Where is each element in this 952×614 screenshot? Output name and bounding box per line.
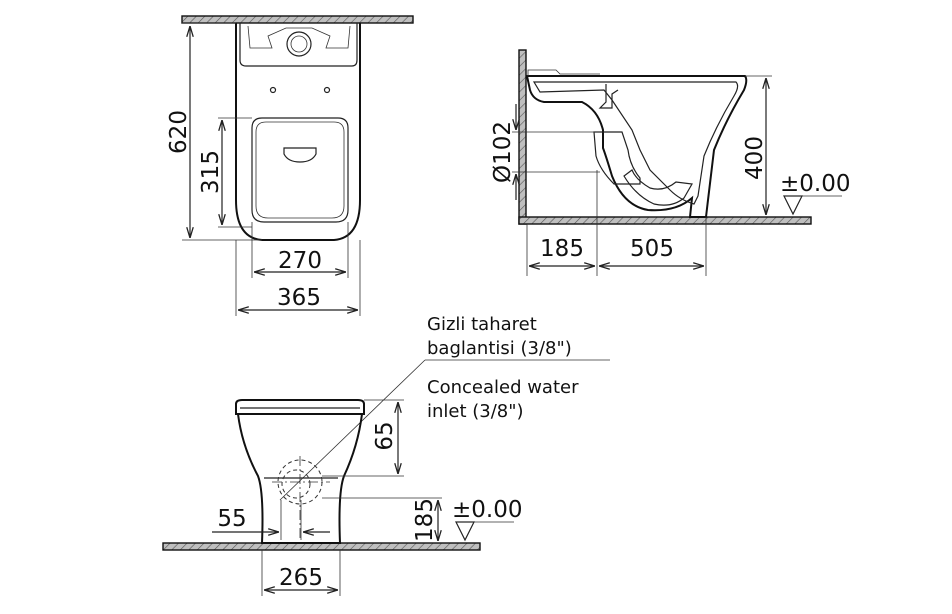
front-floor-hatch <box>162 542 481 551</box>
side-trap <box>598 84 619 109</box>
side-outlet <box>593 131 641 185</box>
flush-button-icon <box>286 31 312 57</box>
note-tr-line1: Gizli taharet <box>427 314 537 335</box>
dim-width-265: 265 <box>279 565 323 591</box>
dim-outlet-diameter: Ø102 <box>490 121 516 183</box>
dim-inlet-level-185: 185 <box>412 498 438 542</box>
inlet-circle-inner <box>281 469 311 499</box>
dim-width-270: 270 <box>278 248 322 274</box>
side-view: Ø102 185 505 400 ±0.00 <box>490 49 850 276</box>
top-seat-inner <box>255 121 345 219</box>
side-floor-hatch <box>518 216 812 225</box>
top-cistern <box>239 23 358 67</box>
side-bowl-inner <box>532 81 739 205</box>
dim-seat-315: 315 <box>198 150 224 194</box>
dim-offset-55: 55 <box>217 506 246 532</box>
dim-length-620: 620 <box>166 110 192 154</box>
level-marker-front <box>455 521 475 542</box>
top-body-outline <box>235 23 361 241</box>
level-label-front: ±0.00 <box>452 497 522 523</box>
dim-depth-505: 505 <box>630 236 674 262</box>
note-en-line1: Concealed water <box>427 377 579 398</box>
top-cistern-inner <box>247 25 351 49</box>
side-wall-hatch <box>518 49 527 225</box>
inlet-notes: Gizli taharet baglantisi (3/8") Conceale… <box>279 314 610 501</box>
fixing-hole-left <box>269 86 277 94</box>
top-wall-hatch <box>181 15 414 24</box>
front-view: 65 185 ±0.00 55 265 <box>162 399 522 596</box>
level-label-side: ±0.00 <box>780 171 850 197</box>
dim-height-400: 400 <box>742 136 768 180</box>
flush-button-inner <box>290 35 308 53</box>
side-rim-detail <box>527 69 600 76</box>
front-seat <box>235 399 365 415</box>
top-seat <box>251 117 349 223</box>
dim-offset-185: 185 <box>540 236 584 262</box>
side-bowl-water <box>623 169 693 206</box>
top-bowl-opening <box>283 147 317 163</box>
note-tr-line2: baglantisi (3/8") <box>427 338 572 359</box>
leader-line <box>279 359 426 501</box>
note-en-line2: inlet (3/8") <box>427 401 524 422</box>
side-bowl-section <box>525 75 748 218</box>
dim-width-365: 365 <box>277 285 321 311</box>
dim-inlet-65: 65 <box>372 421 398 450</box>
front-body <box>237 413 363 544</box>
fixing-hole-right <box>323 86 331 94</box>
level-marker-side <box>783 195 803 216</box>
top-view: 620 315 270 365 <box>166 15 414 316</box>
